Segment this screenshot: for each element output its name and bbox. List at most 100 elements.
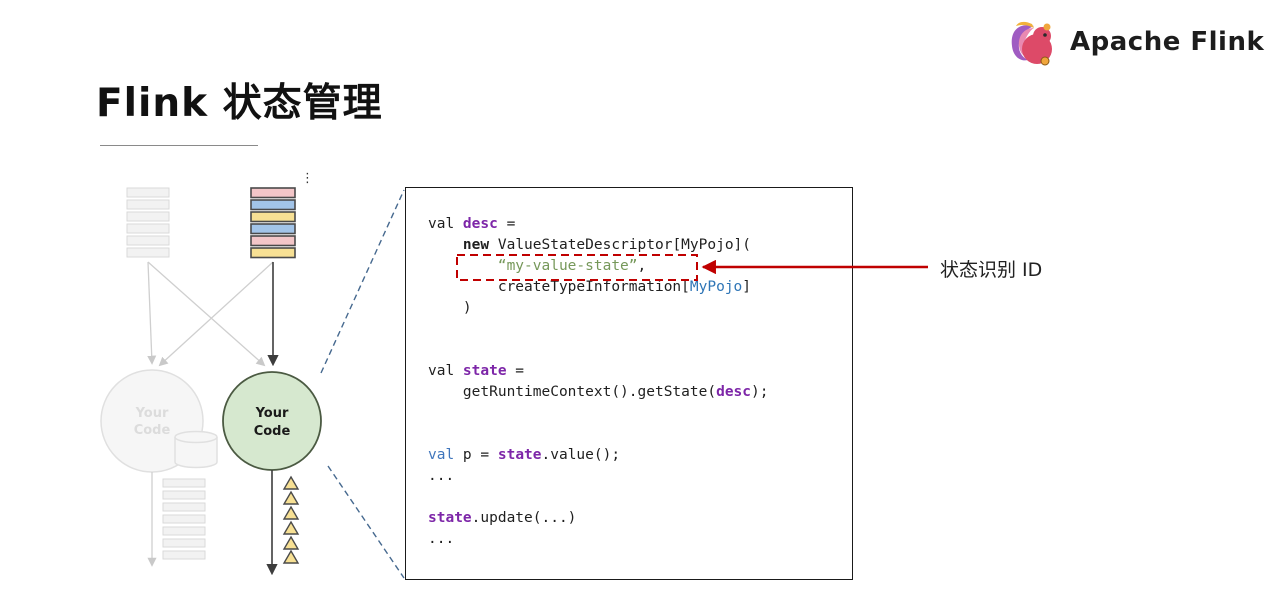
code-token-kw: new: [462, 237, 490, 253]
faded-bar: [162, 526, 206, 536]
faded-bar: [162, 550, 206, 560]
code-token-plain: p =: [454, 447, 498, 463]
code-line: val desc =: [428, 214, 852, 235]
faded-bar: [126, 247, 170, 258]
state-id-annotation-label: 状态识别 ID: [940, 259, 1043, 281]
code-token-name: desc: [462, 216, 498, 232]
code-line: ): [428, 298, 852, 319]
code-token-plain: ): [428, 300, 472, 316]
title-underline: [100, 145, 258, 146]
code-token-plain: createTypeInformation[: [428, 279, 690, 295]
code-block: val desc = new ValueStateDescriptor[MyPo…: [405, 187, 853, 580]
event-bar: [250, 187, 296, 199]
code-token-plain: ...: [428, 468, 455, 484]
faded-bar: [126, 235, 170, 246]
shuffle-arrows: [147, 261, 279, 367]
code-line: ...: [428, 466, 852, 487]
code-token-name: state: [497, 447, 542, 463]
code-line: createTypeInformation[MyPojo]: [428, 277, 852, 298]
faded-bar-stack-bottom: [162, 478, 206, 560]
output-triangle: [282, 549, 300, 564]
event-bar: [250, 199, 296, 211]
arrow-right-to-left: [158, 261, 274, 367]
code-token-type: MyPojo: [689, 279, 743, 295]
faded-bar: [126, 211, 170, 222]
code-line: [428, 403, 852, 424]
code-token-plain: [428, 258, 498, 274]
faded-bar: [162, 538, 206, 548]
code-token-plain: ]: [742, 279, 752, 295]
ellipsis-marker: ⋮: [301, 171, 314, 186]
faded-bar: [126, 199, 170, 210]
code-line: state.update(...): [428, 508, 852, 529]
code-token-plain: val: [428, 216, 463, 232]
code-token-name: state: [428, 510, 472, 526]
code-token-name: desc: [716, 384, 752, 400]
code-token-plain: .update(...): [471, 510, 577, 526]
output-triangle: [282, 520, 300, 535]
faded-bar: [162, 478, 206, 488]
active-operator-circle: [222, 371, 322, 471]
code-token-plain: =: [497, 216, 516, 232]
code-token-str: “my-value-state”: [497, 258, 638, 274]
callout-dashed-line-top: [320, 189, 405, 374]
faded-bar: [162, 502, 206, 512]
code-token-plain: ,: [637, 258, 647, 274]
faded-bar: [162, 490, 206, 500]
code-line: new ValueStateDescriptor[MyPojo](: [428, 235, 852, 256]
faded-circle-label-line1: Your: [135, 406, 169, 421]
arrow-left-to-left: [147, 261, 157, 365]
code-token-plain: .value();: [541, 447, 621, 463]
faded-bar: [126, 223, 170, 234]
code-token-plain: ...: [428, 531, 455, 547]
code-line: getRuntimeContext().getState(desc);: [428, 382, 852, 403]
code-token-val: val: [428, 447, 455, 463]
squirrel-eye: [1043, 33, 1047, 37]
squirrel-acorn: [1040, 56, 1050, 66]
cylinder-body: [174, 437, 218, 469]
faded-bar: [126, 187, 170, 198]
faded-circle-label-line2: Code: [134, 423, 171, 438]
callout-dashed-line-bottom: [327, 465, 405, 579]
brand-text: Apache Flink: [1070, 27, 1265, 57]
squirrel-tail-accent: [1016, 21, 1034, 28]
colored-bar-stack: [250, 187, 296, 259]
code-line: val state =: [428, 361, 852, 382]
faded-operator-circle: [100, 369, 204, 473]
code-token-plain: ValueStateDescriptor[MyPojo](: [489, 237, 752, 253]
active-circle-label-line2: Code: [254, 424, 291, 439]
event-bar: [250, 235, 296, 247]
event-bar: [250, 211, 296, 223]
code-line: [428, 424, 852, 445]
faded-bar-stack-top: [126, 187, 170, 258]
code-token-plain: getRuntimeContext().getState(: [428, 384, 717, 400]
cylinder-top: [174, 430, 218, 444]
state-cylinder-icon: [174, 430, 218, 469]
output-triangle: [282, 490, 300, 505]
code-line: ...: [428, 529, 852, 550]
squirrel-head: [1033, 27, 1051, 45]
arrow-left-to-right: [147, 261, 266, 367]
code-line: [428, 487, 852, 508]
output-triangle: [282, 535, 300, 550]
code-token-plain: );: [751, 384, 769, 400]
code-line: val p = state.value();: [428, 445, 852, 466]
code-token-plain: val: [428, 363, 463, 379]
code-token-plain: =: [506, 363, 525, 379]
squirrel-tail-outer: [1011, 25, 1034, 61]
code-token-name: state: [462, 363, 507, 379]
output-triangle: [282, 475, 300, 490]
output-triangle: [282, 505, 300, 520]
output-triangle-stack: [282, 475, 300, 564]
code-line: “my-value-state”,: [428, 256, 852, 277]
code-line: [428, 340, 852, 361]
event-bar: [250, 247, 296, 259]
event-bar: [250, 223, 296, 235]
active-circle-label-line1: Your: [255, 406, 289, 421]
flink-logo-lockup: Apache Flink: [1004, 16, 1264, 68]
page-title: Flink 状态管理: [96, 81, 383, 126]
faded-bar: [162, 514, 206, 524]
flink-squirrel-icon: [1011, 21, 1052, 66]
squirrel-ear: [1043, 23, 1051, 31]
code-line: [428, 319, 852, 340]
